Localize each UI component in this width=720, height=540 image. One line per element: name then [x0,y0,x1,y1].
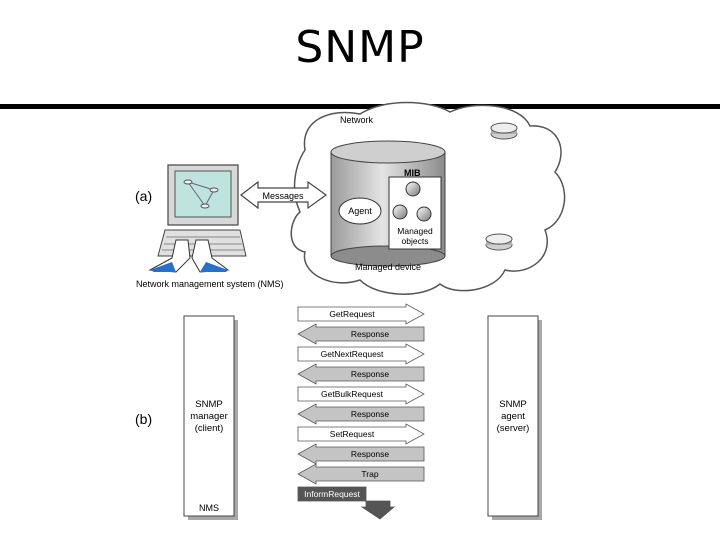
router-icon [490,122,518,140]
managed-object-icon [392,181,432,222]
snmp-agent-column [487,315,542,520]
snmp-manager-column [183,315,238,520]
message-label: GetRequest [329,309,375,319]
message-getrequest-arrow: GetRequest [297,303,425,325]
messages-label: Messages [262,191,304,201]
message-label: Response [351,409,390,419]
title-divider [0,104,720,109]
router-icon [485,233,513,251]
manager-label-2: manager [190,411,228,422]
message-response-arrow: Response [297,323,425,345]
manager-label-3: (client) [195,423,224,434]
message-getnextrequest-arrow: GetNextRequest [297,343,425,365]
messages-double-arrow [240,180,328,210]
agent-label: Agent [348,206,372,216]
message-response-arrow: Response [297,403,425,425]
message-setrequest-arrow: SetRequest [297,423,425,445]
agent-col-label-1: SNMP [499,399,526,410]
manager-label-1: SNMP [195,399,222,410]
message-arrows: GetRequestResponseGetNextRequestResponse… [297,303,425,520]
message-getbulkrequest-arrow: GetBulkRequest [297,383,425,405]
message-label: GetBulkRequest [321,389,384,399]
managed-objects-label-1: Managed [397,226,433,236]
slide-title: SNMP [295,22,425,73]
message-label: GetNextRequest [321,349,384,359]
agent-col-label-3: (server) [497,423,530,434]
message-trap-arrow: Trap [297,463,425,485]
nms-label: Network management system (NMS) [136,279,284,289]
part-a-label: (a) [135,188,152,204]
agent-col-label-2: agent [501,411,525,422]
message-label: Trap [361,469,378,479]
hands-icon [148,239,230,273]
agent-bubble [338,197,382,225]
network-label: Network [340,115,374,125]
message-response-arrow: Response [297,363,425,385]
part-b-label: (b) [135,411,152,427]
mib-label: MIB [404,168,421,178]
message-label: Response [351,449,390,459]
managed-objects-label-2: objects [402,236,429,246]
managed-device-label: Managed device [355,262,421,272]
message-label: InformRequest [304,489,360,499]
computer-monitor-icon [167,164,239,226]
message-label: Response [351,329,390,339]
message-label: SetRequest [330,429,375,439]
manager-nms-label: NMS [199,503,219,513]
message-label: Response [351,369,390,379]
message-informrequest-arrow: InformRequest [297,486,396,520]
message-response-arrow: Response [297,443,425,465]
